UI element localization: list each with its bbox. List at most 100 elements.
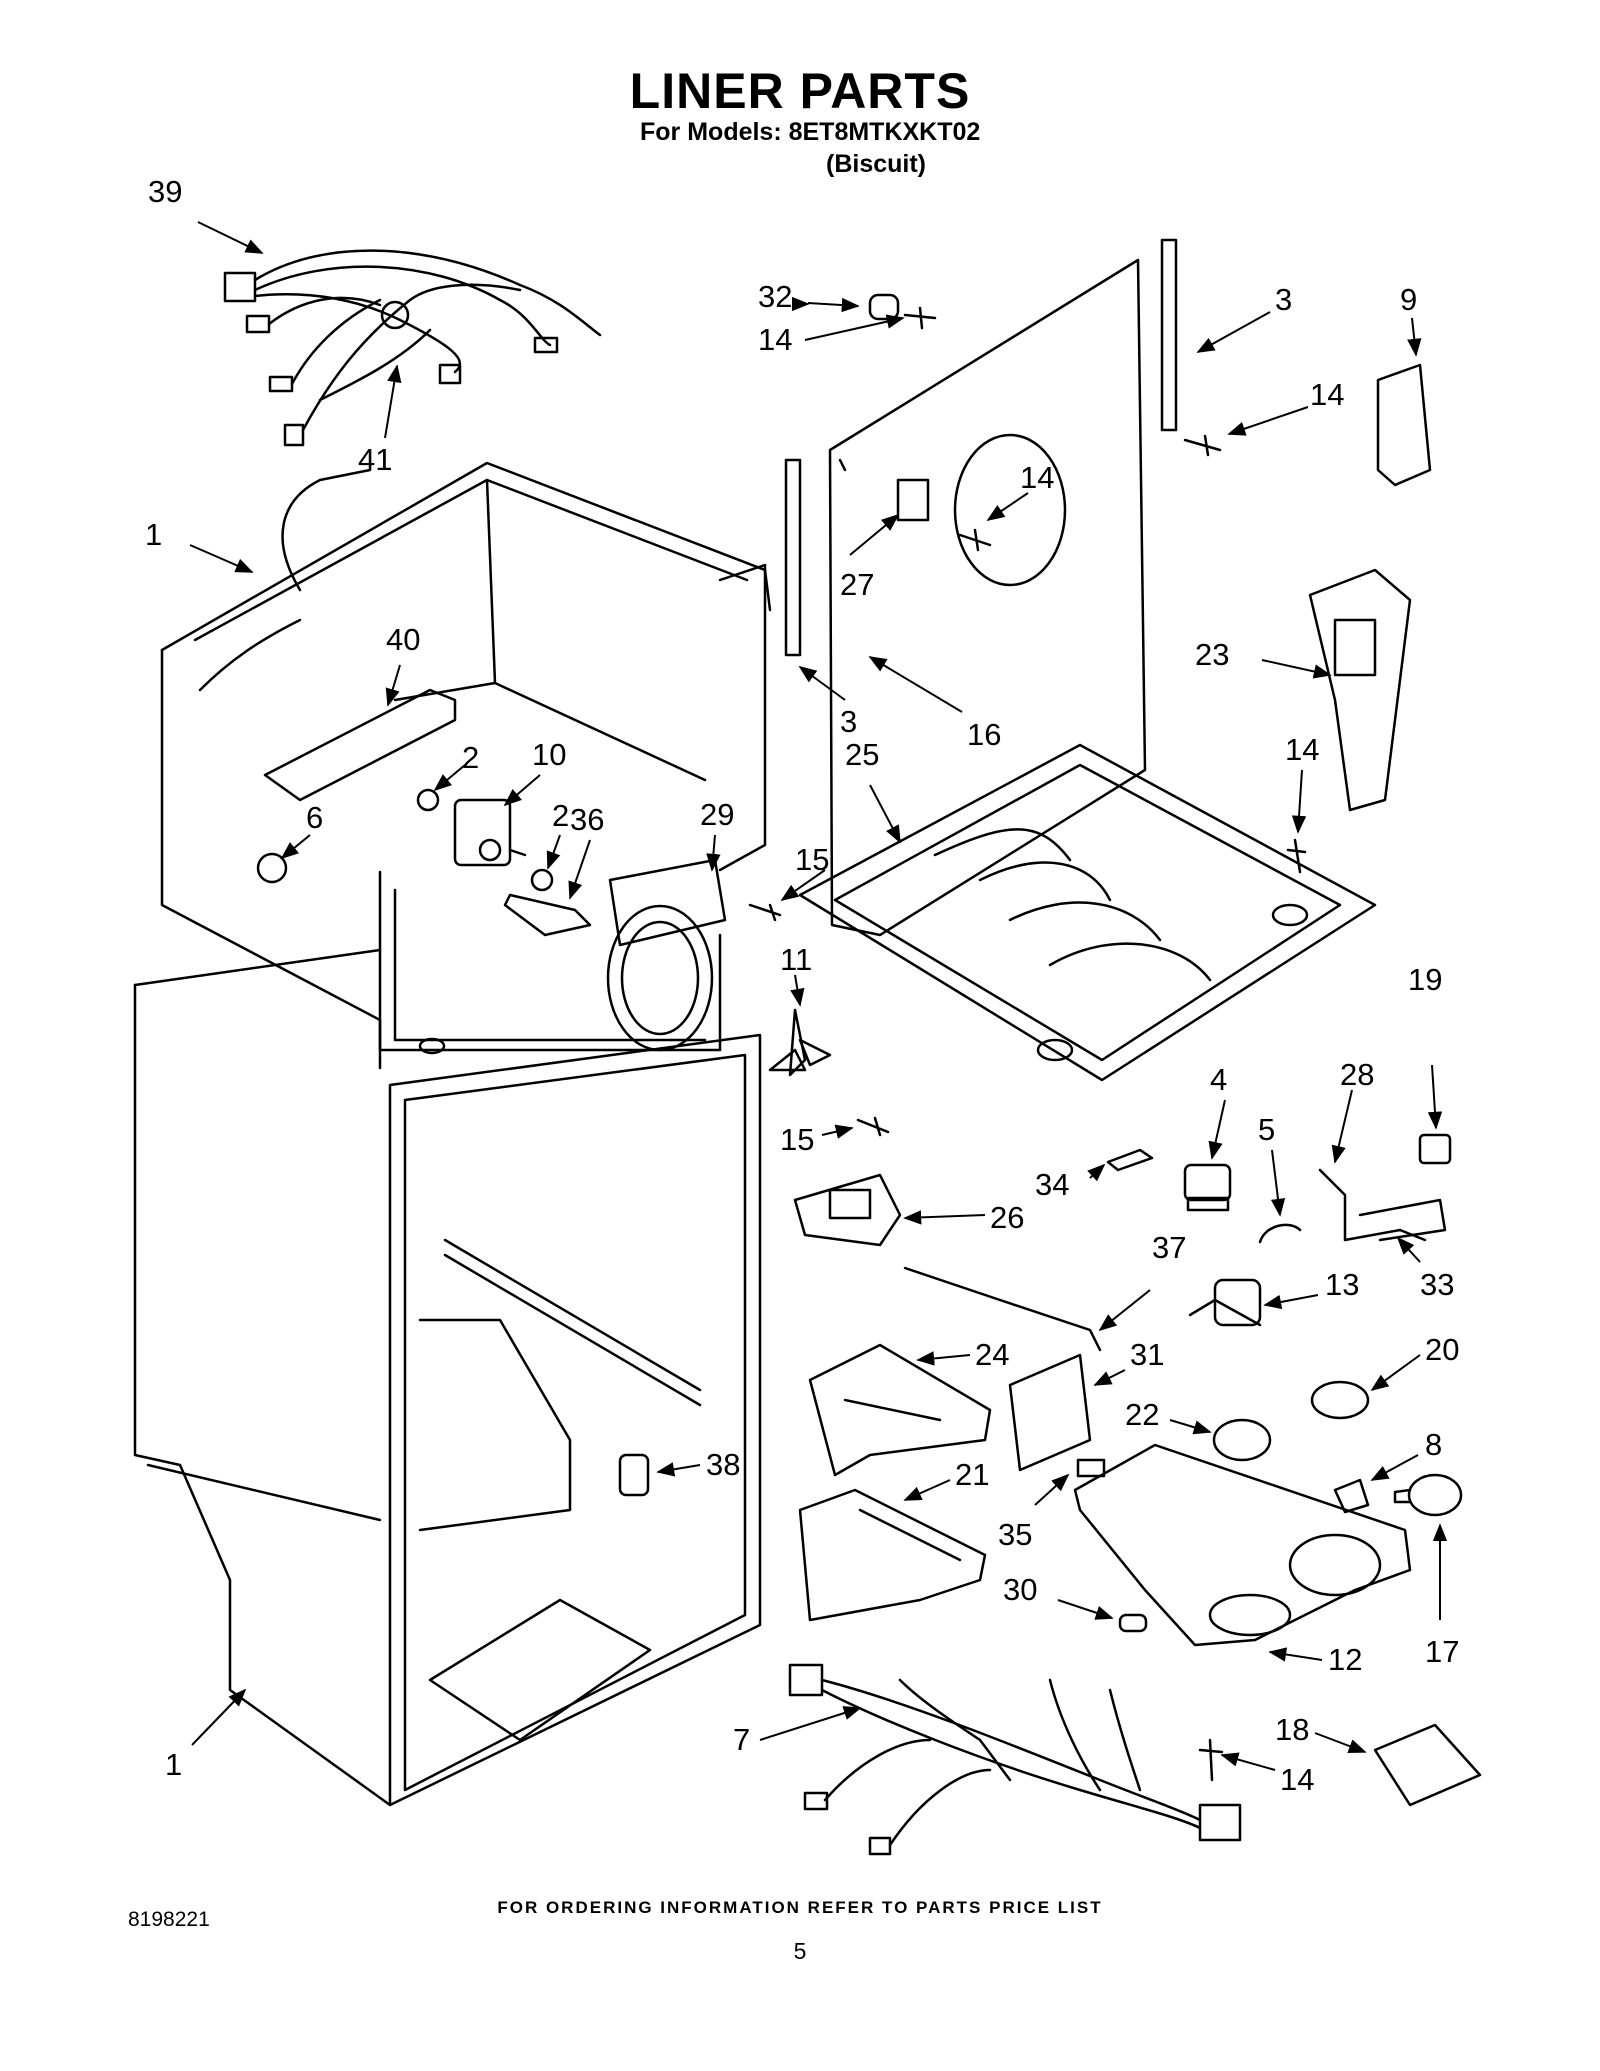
screw-14d — [1286, 838, 1307, 874]
wire-harness-lower — [788, 1663, 1242, 1856]
callout-26: 26 — [990, 1200, 1024, 1235]
callout-12: 12 — [1328, 1642, 1362, 1677]
leader-29 — [706, 834, 721, 872]
leader-14e — [1220, 1752, 1276, 1771]
screw-14b — [1183, 434, 1222, 457]
leader-11 — [790, 974, 805, 1007]
bracket-40 — [263, 688, 457, 802]
duct-cover-9 — [1376, 363, 1432, 487]
leader-20 — [1370, 1354, 1421, 1392]
socket-8 — [1333, 1478, 1370, 1514]
callout-28: 28 — [1340, 1057, 1374, 1092]
leader-38 — [656, 1462, 701, 1477]
pan-21 — [798, 1488, 987, 1622]
switch-assembly-13 — [1188, 1278, 1262, 1327]
callout-11: 11 — [780, 942, 812, 977]
switch-4 — [1183, 1163, 1232, 1212]
leader-33 — [1396, 1236, 1421, 1263]
callout-14b: 14 — [1310, 377, 1344, 412]
leader-14a-line — [804, 314, 905, 341]
leader-24 — [916, 1351, 971, 1366]
leader-25 — [869, 784, 901, 844]
callout-38: 38 — [706, 1447, 740, 1482]
baffle-31 — [1008, 1353, 1092, 1472]
model-subtitle: For Models: 8ET8MTKXKT02 — [640, 118, 981, 146]
callout-3a: 3 — [1275, 282, 1292, 317]
leader-39 — [197, 221, 264, 254]
seal-strip-3b — [784, 458, 802, 657]
document-number: 8198221 — [128, 1908, 210, 1931]
callout-15a: 15 — [795, 842, 829, 877]
ordering-note: FOR ORDERING INFORMATION REFER TO PARTS … — [497, 1898, 1103, 1917]
leader-6 — [280, 834, 311, 860]
bracket-33 — [1358, 1198, 1447, 1242]
callout-1b: 1 — [165, 1747, 182, 1782]
callout-labels: 39 41 32 14 3 9 14 14 27 1 40 3 16 23 2 … — [145, 174, 1459, 1797]
leader-8 — [1370, 1454, 1419, 1481]
callout-6: 6 — [306, 800, 323, 835]
callout-29: 29 — [700, 797, 734, 832]
wire-harness-upper — [223, 249, 602, 447]
leader-41 — [384, 364, 402, 439]
callout-10: 10 — [532, 737, 566, 772]
leader-28 — [1331, 1089, 1353, 1164]
cup-22 — [1212, 1418, 1272, 1462]
callout-22: 22 — [1125, 1397, 1159, 1432]
cup-20 — [1310, 1380, 1370, 1420]
socket-38 — [618, 1453, 650, 1497]
callout-40: 40 — [386, 622, 420, 657]
bracket-36 — [503, 893, 592, 937]
leader-3a — [1196, 311, 1271, 353]
ring-5 — [1258, 1223, 1302, 1244]
model-variant: (Biscuit) — [826, 150, 926, 178]
callout-24: 24 — [975, 1337, 1009, 1372]
screw-14e — [1198, 1738, 1224, 1782]
leader-22 — [1169, 1419, 1212, 1435]
leader-1b — [191, 1688, 247, 1746]
knob-6 — [256, 852, 288, 884]
fan-blade-11 — [768, 1008, 832, 1077]
callout-32: 32 — [758, 279, 792, 314]
light-housing-12 — [1073, 1443, 1412, 1647]
callout-39: 39 — [148, 174, 182, 209]
callout-14d: 14 — [1285, 732, 1319, 767]
leader-27 — [849, 513, 900, 556]
leader-23 — [1261, 659, 1332, 679]
leader-14d — [1291, 769, 1307, 834]
screw-15b — [856, 1116, 890, 1137]
seal-strip-3a — [1160, 238, 1178, 432]
leader-3b — [798, 665, 846, 701]
leader-31 — [1093, 1369, 1126, 1386]
clip-2a — [416, 788, 440, 812]
leader-21 — [903, 1479, 951, 1501]
page-number: 5 — [793, 1938, 807, 1964]
callout-15b: 15 — [780, 1122, 814, 1157]
callout-2b: 2 — [552, 798, 569, 833]
callout-19: 19 — [1408, 962, 1442, 997]
page-title: LINER PARTS — [629, 63, 971, 119]
leader-5 — [1270, 1149, 1286, 1217]
leader-35 — [1034, 1473, 1070, 1506]
leader-19 — [1427, 1064, 1443, 1130]
leader-37 — [1098, 1289, 1151, 1332]
leader-14b — [1227, 406, 1309, 436]
callout-13: 13 — [1325, 1267, 1359, 1302]
callout-14e: 14 — [1280, 1762, 1314, 1797]
callout-34: 34 — [1035, 1167, 1069, 1202]
leader-1a — [189, 544, 254, 573]
grommet-32 — [868, 293, 900, 321]
fresh-food-liner — [133, 948, 762, 1807]
callout-17: 17 — [1425, 1634, 1459, 1669]
rear-panel-16 — [828, 258, 1147, 937]
leader-40 — [385, 664, 401, 707]
leader-18 — [1314, 1732, 1367, 1753]
pad-35 — [1076, 1458, 1106, 1478]
leader-13 — [1263, 1294, 1319, 1310]
callout-21: 21 — [955, 1457, 989, 1492]
control-10 — [453, 798, 527, 867]
callout-14c: 14 — [1020, 460, 1054, 495]
leader-10 — [503, 774, 541, 807]
leader-36 — [568, 839, 591, 900]
callout-41: 41 — [358, 442, 392, 477]
